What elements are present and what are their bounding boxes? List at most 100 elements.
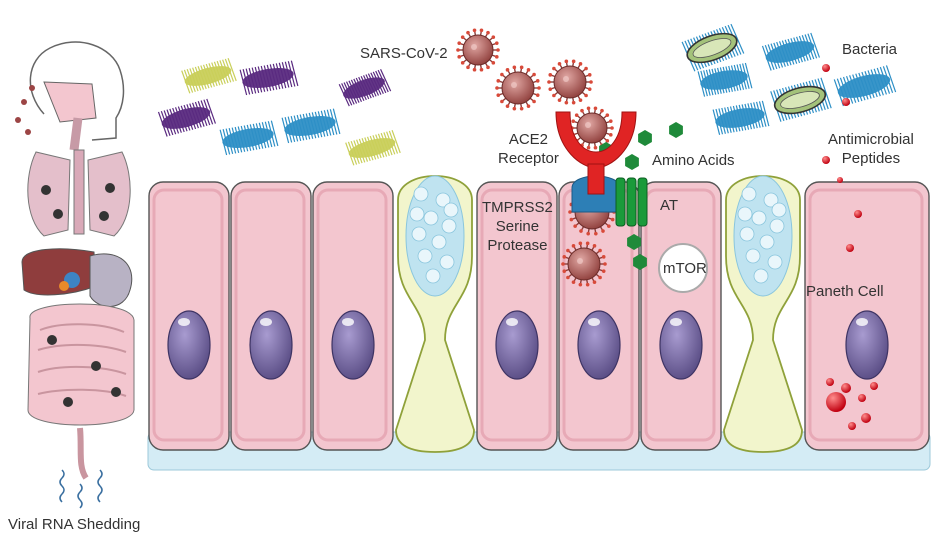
sars-cov-2-virion — [456, 28, 500, 72]
nucleus-highlight — [670, 318, 682, 326]
virion-spike-tip — [552, 66, 556, 71]
bacterium-core — [780, 91, 820, 109]
bacterium-pili — [380, 68, 392, 92]
virion-body — [501, 71, 535, 105]
bacterium-pili — [227, 57, 237, 82]
label-antimicrobial-peptides: Antimicrobial Peptides — [828, 130, 914, 168]
nucleus — [331, 310, 375, 380]
virion-spike-tip — [526, 68, 531, 72]
bacterium-body — [161, 107, 211, 129]
mucus-granule — [763, 192, 779, 208]
bacterium — [833, 65, 897, 107]
mucus-granule — [771, 202, 787, 218]
antimicrobial-peptide — [846, 244, 854, 252]
virion-spike-tip — [574, 113, 579, 117]
virion-spike-tip — [608, 133, 613, 137]
virion-highlight — [563, 76, 569, 82]
virion-spike-tip — [479, 28, 484, 33]
virion-spike-tip — [568, 210, 572, 214]
sars-cov-2-virion — [495, 65, 541, 111]
virion-spike-tip — [486, 65, 490, 70]
bacterium — [697, 62, 753, 97]
mucus-granule — [753, 268, 769, 284]
enterocyte — [804, 181, 930, 451]
virion-spike-tip — [589, 80, 593, 84]
mucus-granule — [741, 186, 757, 202]
virion-spike-tip — [548, 87, 553, 91]
bacterium-pili — [391, 129, 401, 154]
virion-spike-tip — [607, 224, 611, 228]
mucus-granule — [737, 206, 753, 222]
virion-spike-tip — [601, 269, 606, 273]
throat — [69, 117, 83, 151]
virion-spike-tip — [547, 80, 551, 84]
virion-spike-tip — [472, 67, 477, 72]
enterocyte-inner-highlight — [808, 188, 924, 442]
bacterium — [681, 23, 745, 72]
amino-acid-group — [599, 122, 683, 270]
virion-spike-tip — [600, 108, 604, 113]
virion-spike-tip — [578, 241, 583, 246]
bacterium-pili — [270, 120, 279, 147]
nucleus — [249, 310, 293, 380]
virion-spike-tip — [586, 231, 590, 236]
bacterium-pili — [206, 98, 217, 124]
sars-cov-2-virion — [547, 59, 593, 105]
virion-spike-tip — [519, 65, 524, 70]
bacterium-body — [715, 108, 765, 128]
bacterium-pili — [885, 65, 897, 93]
virion-spike-tip — [578, 98, 583, 102]
bacterium — [181, 57, 237, 94]
virion-spike-tip — [593, 145, 598, 150]
virion-spike-tip — [460, 61, 465, 65]
virion-body — [567, 247, 601, 281]
virion-spike-tip — [479, 67, 484, 72]
virion-spike-tip — [491, 61, 496, 65]
virion-highlight — [511, 82, 517, 88]
virion-spike-tip — [569, 217, 574, 222]
antimicrobial-peptide — [837, 177, 843, 183]
mucus-granule — [751, 210, 767, 226]
virion-spike-tip — [610, 126, 614, 130]
virion-spike-tip — [585, 282, 590, 287]
antimicrobial-peptide — [841, 383, 851, 393]
label-tmprss2-line1: TMPRSS2 — [482, 199, 553, 216]
mtor-circle — [658, 243, 708, 293]
virion-spike-tip — [578, 62, 583, 66]
bacterium — [157, 98, 217, 137]
antimicrobial-peptide — [826, 392, 846, 412]
nasal-cavity — [43, 81, 97, 123]
goblet-cell — [395, 175, 475, 453]
virion-spike-tip — [457, 41, 462, 45]
label-ace2: ACE2 Receptor — [498, 130, 559, 168]
virion-spike-tip — [532, 99, 536, 104]
amino-acid-transporter — [615, 177, 648, 227]
sars-cov-2-virion — [561, 241, 607, 287]
virion-spike-tip — [561, 262, 565, 266]
virion-spike-tip — [466, 30, 470, 35]
label-antimicrobial-line1: Antimicrobial — [828, 131, 914, 148]
virion-spike-tip — [601, 229, 605, 233]
virion-spike-tip — [566, 248, 570, 253]
enterocyte-inner-highlight — [234, 188, 306, 442]
virion-spike-tip — [584, 93, 588, 98]
nucleus — [577, 310, 621, 380]
label-at: AT — [660, 197, 679, 214]
virion-spike-tip — [598, 275, 602, 280]
antimicrobial-peptide — [870, 382, 878, 390]
virion-spike-tip — [491, 35, 496, 39]
virion-highlight — [585, 122, 591, 128]
bacterium-body — [284, 116, 336, 136]
bacterium — [281, 108, 341, 144]
antimicrobial-peptide — [848, 422, 856, 430]
goblet-cells — [395, 175, 803, 453]
virion-spike-tip — [500, 99, 504, 104]
virion-spike-tip — [535, 93, 540, 97]
virion-spike-tip — [608, 119, 613, 123]
bacterium-pili — [290, 60, 299, 87]
virion-highlight — [471, 44, 477, 50]
mucus-granule — [769, 218, 785, 234]
enterocyte-inner-highlight — [480, 188, 552, 442]
